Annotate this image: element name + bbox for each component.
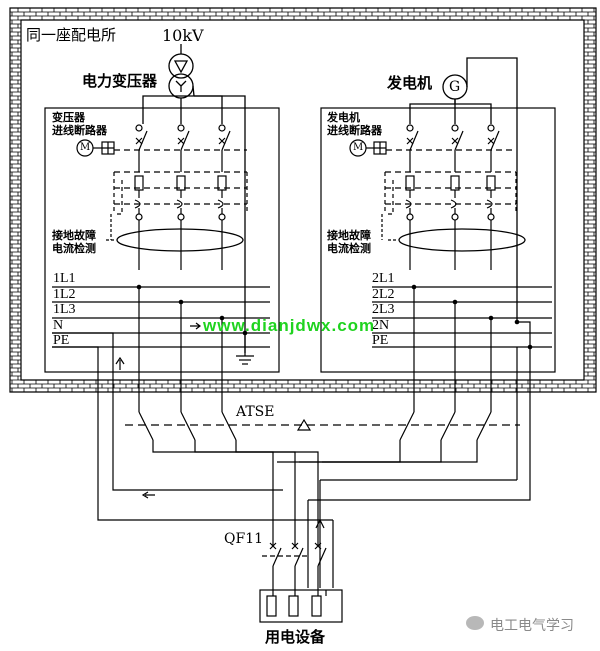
- load-equipment: [259, 589, 343, 623]
- right-bus-n: 2N: [372, 318, 390, 333]
- generator-panel: [320, 107, 556, 373]
- right-breaker-title-1: 发电机: [327, 111, 360, 124]
- left-breaker-title-1: 变压器: [52, 111, 85, 124]
- fault-sensor-left: [116, 228, 244, 252]
- wechat-account-label: 电工电气学习: [490, 618, 574, 634]
- qf11-breaker: [262, 480, 334, 596]
- wechat-icon: [466, 616, 484, 630]
- left-bus-pe: PE: [53, 333, 70, 348]
- feeders: [52, 287, 531, 521]
- room-label: 同一座配电所: [26, 26, 117, 44]
- atse-switch: [125, 400, 520, 540]
- right-bus-pe: PE: [372, 333, 389, 348]
- earthing-symbol: [190, 322, 254, 365]
- right-fault-title-1: 接地故障: [327, 229, 371, 242]
- motor-symbol-right: M: [353, 142, 364, 153]
- left-breaker-title-2: 进线断路器: [52, 124, 107, 137]
- right-buses: [372, 286, 552, 348]
- motor-operator-right: [349, 139, 387, 157]
- motor-operator-left: [76, 139, 115, 157]
- left-bus-1: 1L1: [53, 271, 76, 286]
- left-fault-title-1: 接地故障: [52, 229, 96, 242]
- generator-breaker: [381, 124, 517, 270]
- transformer-symbol: [142, 44, 246, 353]
- transformer-label: 电力变压器: [82, 72, 158, 90]
- fault-sensor-right: [398, 228, 526, 252]
- qf11-label: QF11: [224, 531, 264, 547]
- left-bus-3: 1L3: [53, 302, 76, 317]
- left-bus-2: 1L2: [53, 287, 76, 302]
- room-wall: [9, 7, 597, 393]
- atse-label: ATSE: [236, 404, 275, 420]
- right-bus-2: 2L2: [372, 287, 395, 302]
- transformer-breaker: [110, 124, 248, 270]
- wechat-badge: 电工电气学习: [466, 614, 594, 634]
- generator-label: 发电机: [387, 74, 433, 92]
- right-breaker-title-2: 进线断路器: [327, 124, 382, 137]
- right-fault-title-2: 电流检测: [327, 242, 371, 255]
- left-fault-title-2: 电流检测: [52, 242, 96, 255]
- motor-symbol-left: M: [80, 142, 91, 153]
- generator-symbol: [409, 57, 518, 322]
- voltage-label: 10kV: [162, 26, 204, 45]
- right-bus-3: 2L3: [372, 302, 395, 317]
- left-bus-n: N: [53, 318, 64, 333]
- load-label: 用电设备: [265, 628, 326, 646]
- right-bus-1: 2L1: [372, 271, 395, 286]
- watermark-text: www.dianjdwx.com: [203, 316, 376, 335]
- transformer-panel: [44, 107, 280, 373]
- generator-symbol-text: G: [449, 79, 461, 95]
